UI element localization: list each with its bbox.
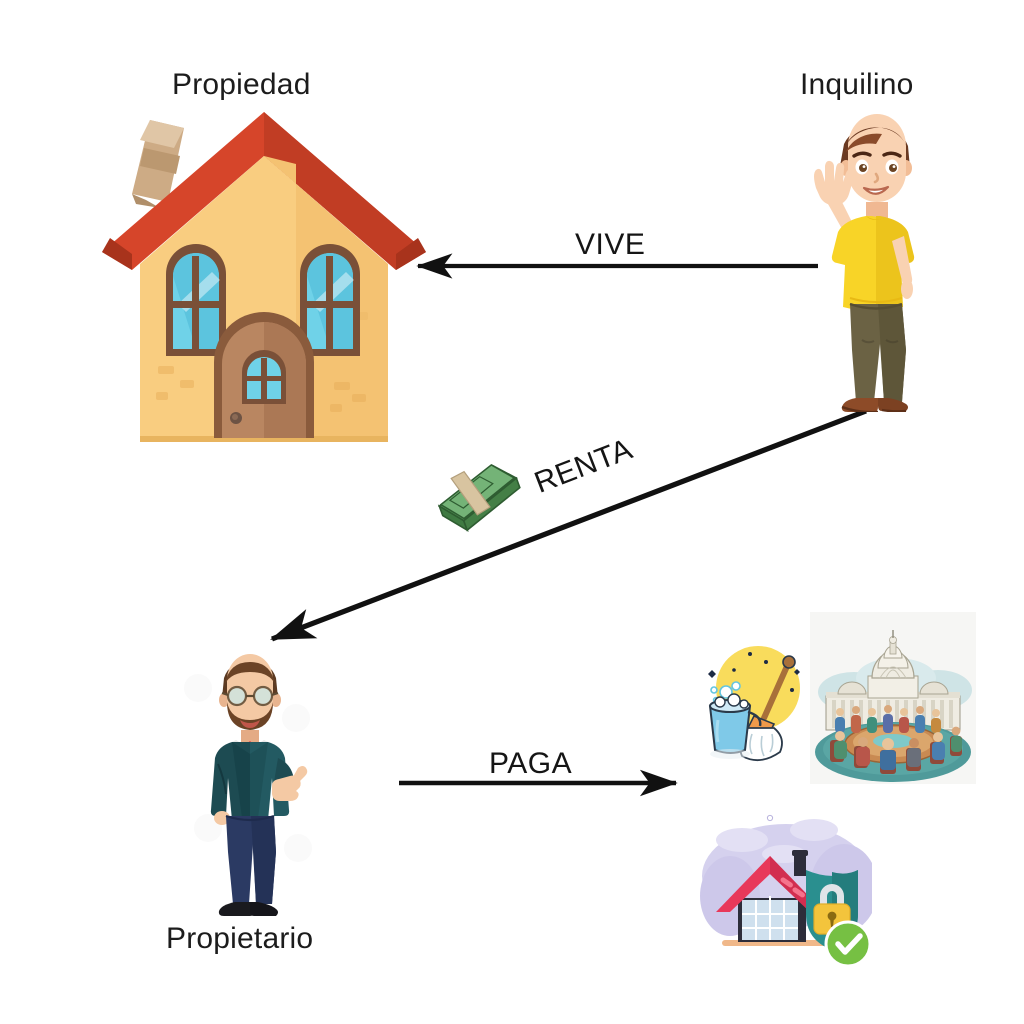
cleaning-bucket-mop-icon [708, 646, 800, 762]
window-right [300, 244, 360, 356]
door [214, 312, 314, 438]
glasses-icon [221, 685, 279, 707]
window-left [166, 244, 226, 356]
thumbs-up-arm [272, 758, 308, 801]
house-illustration [102, 112, 426, 442]
node-label-propiedad: Propiedad [172, 68, 311, 101]
node-label-propietario: Propietario [166, 922, 314, 955]
home-insurance-shield-lock-icon [700, 814, 872, 968]
bucket [708, 693, 762, 759]
businessman-thumbs-up-illustration [184, 654, 312, 916]
edge-label-paga: PAGA [489, 747, 573, 780]
roof [102, 112, 426, 270]
money-stack-icon [437, 464, 521, 532]
edge-label-renta: RENTA [530, 432, 638, 500]
node-label-inquilino: Inquilino [800, 68, 914, 101]
edge-label-vive: VIVE [575, 228, 646, 261]
arrow-renta [270, 408, 867, 642]
chimney-icon [132, 120, 184, 208]
young-man-waving-illustration [814, 114, 915, 412]
capitol-government-meeting-icon [810, 612, 976, 784]
